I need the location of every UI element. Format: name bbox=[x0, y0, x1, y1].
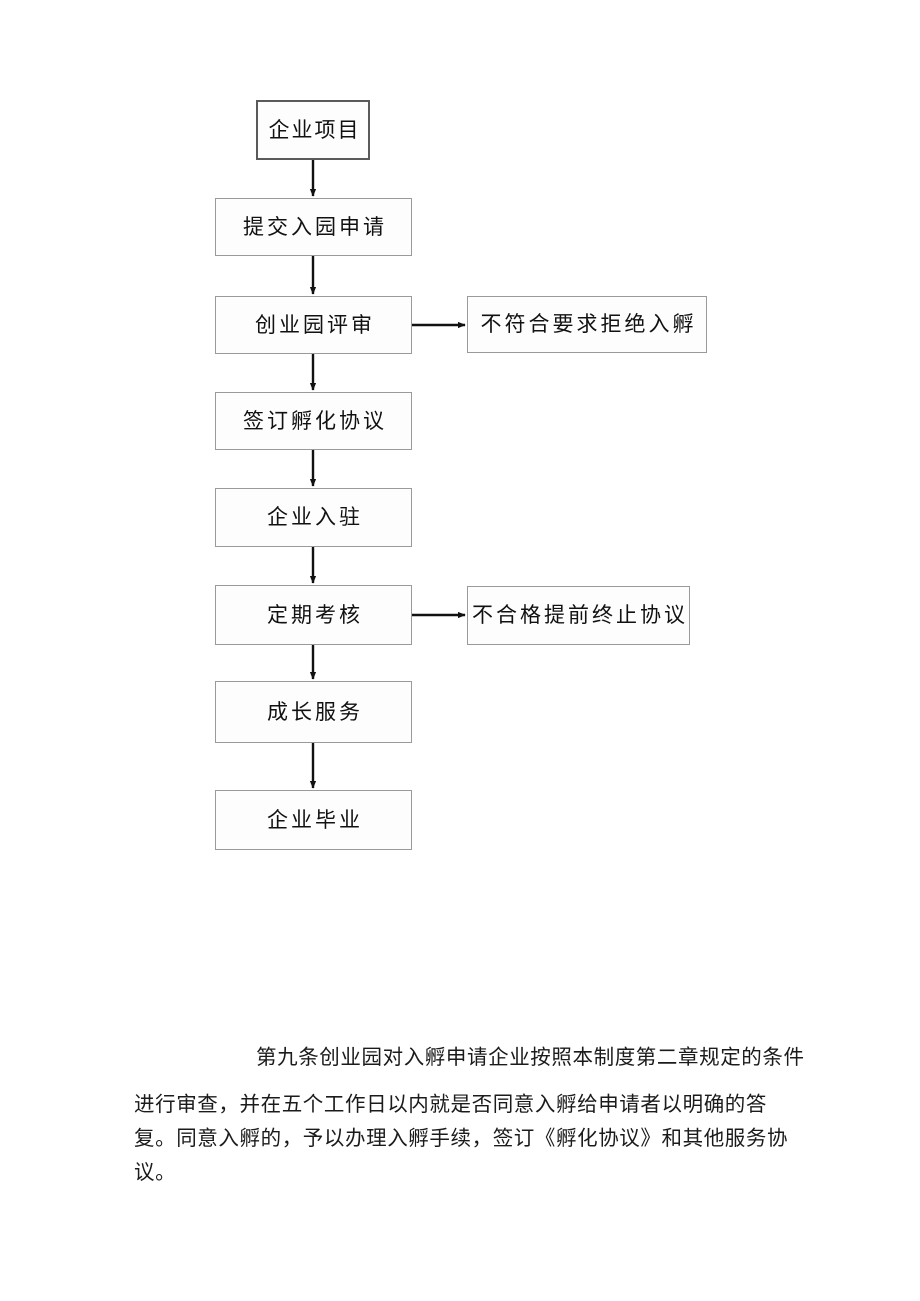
flow-node-periodic-assessment[interactable]: 定期考核 bbox=[215, 585, 412, 645]
flow-node-start-enterprise-project[interactable]: 企业项目 bbox=[256, 100, 370, 160]
flowchart-connectors bbox=[309, 160, 466, 789]
flow-node-label: 企业毕业 bbox=[267, 807, 363, 832]
paragraph-article-nine-line-1: 第九条创业园对入孵申请企业按照本制度第二章规定的条件 bbox=[256, 1047, 805, 1069]
flow-node-label: 不合格提前终止协议 bbox=[472, 603, 688, 627]
flow-node-park-review[interactable]: 创业园评审 bbox=[215, 296, 412, 354]
flow-node-label: 成长服务 bbox=[267, 699, 363, 724]
flow-node-sign-incubation-agreement[interactable]: 签订孵化协议 bbox=[215, 392, 412, 450]
flow-node-label: 提交入园申请 bbox=[243, 214, 387, 239]
flow-node-enterprise-graduation[interactable]: 企业毕业 bbox=[215, 790, 412, 850]
paragraph-article-nine-continued: 进行审查，并在五个工作日以内就是否同意入孵给申请者以明确的答复。同意入孵的，予以… bbox=[134, 1094, 789, 1184]
flow-node-label: 企业入驻 bbox=[267, 505, 363, 529]
flow-node-label: 签订孵化协议 bbox=[243, 408, 387, 433]
flow-node-reject-not-qualified[interactable]: 不符合要求拒绝入孵 bbox=[467, 296, 707, 353]
flow-node-submit-application[interactable]: 提交入园申请 bbox=[215, 198, 412, 256]
flow-node-label: 企业项目 bbox=[268, 117, 361, 142]
flow-node-label: 定期考核 bbox=[267, 602, 363, 627]
flow-node-enterprise-settle-in[interactable]: 企业入驻 bbox=[215, 488, 412, 547]
flow-node-label: 不符合要求拒绝入孵 bbox=[480, 312, 697, 336]
flow-node-growth-service[interactable]: 成长服务 bbox=[215, 681, 412, 743]
flow-node-label: 创业园评审 bbox=[255, 312, 375, 337]
incubation-process-flowchart: 企业项目 提交入园申请 创业园评审 签订孵化协议 企业入驻 定期考核 成长服务 … bbox=[215, 100, 707, 850]
flow-node-early-termination[interactable]: 不合格提前终止协议 bbox=[467, 586, 690, 645]
